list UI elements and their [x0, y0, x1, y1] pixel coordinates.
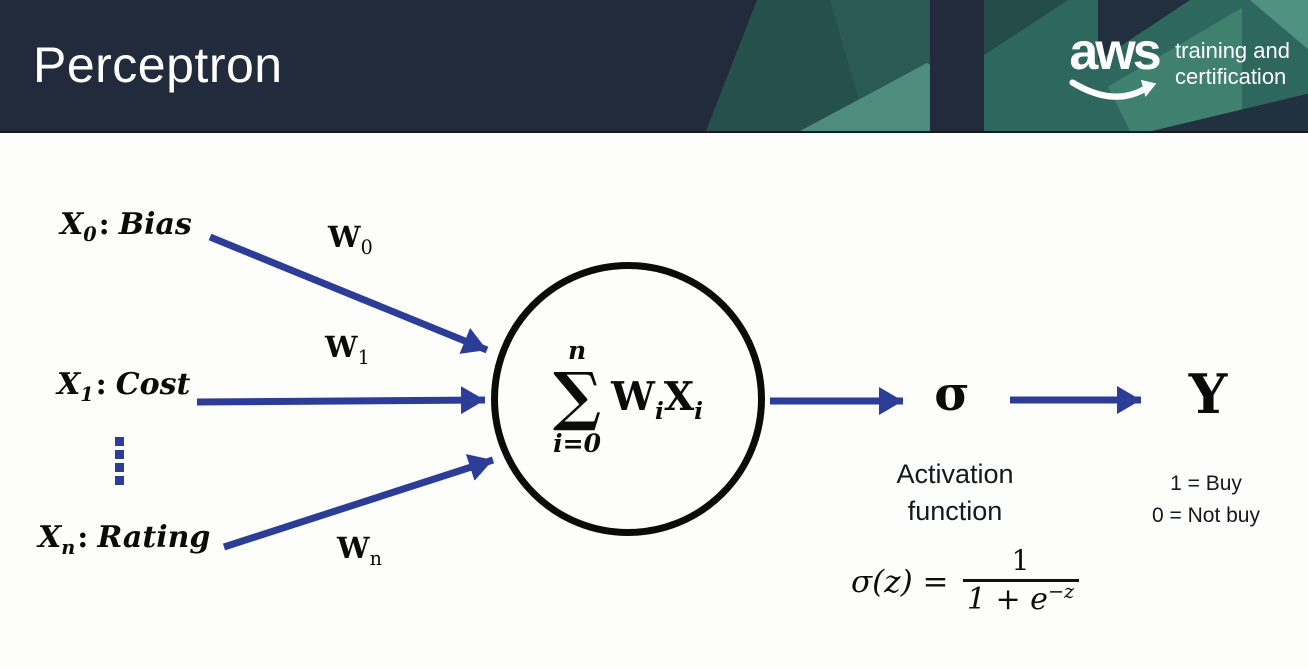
sum-body-w: W	[611, 374, 655, 420]
slide-header: Perceptron aws training and certificatio…	[0, 0, 1308, 133]
header-pattern	[0, 0, 1308, 131]
input-label-cost: X1:Cost	[57, 367, 191, 404]
sigma-sum-icon: ∑	[552, 359, 602, 435]
separator: :	[98, 207, 110, 242]
output-legend-line1: 1 = Buy	[1170, 472, 1242, 495]
aws-tagline: training and certification	[1175, 30, 1290, 91]
output-legend-line2: 0 = Not buy	[1152, 503, 1260, 527]
weight-symbol: W	[337, 531, 370, 565]
input-subscript: 1	[80, 383, 94, 406]
input-subscript: n	[61, 536, 76, 559]
output-symbol: Y	[1188, 362, 1228, 426]
dot	[115, 450, 124, 459]
sigmoid-formula: σ(z) = 1 1 + e−z	[851, 544, 1079, 618]
dot	[115, 437, 124, 446]
fraction-bar	[962, 578, 1079, 582]
weight-subscript: 0	[360, 235, 373, 259]
sum-body: WiXi	[611, 374, 703, 422]
weight-subscript: 1	[357, 345, 370, 369]
sigmoid-fraction: 1 1 + e−z	[962, 544, 1079, 618]
denominator-base: 1 + e	[966, 581, 1048, 617]
input-arrow-cost	[196, 386, 486, 415]
weight-label-w0: W0	[328, 220, 373, 257]
input-label-bias: X0:Bias	[60, 207, 192, 244]
output-legend: 1 = Buy 0 = Not buy	[1115, 468, 1297, 531]
denominator-exponent: −z	[1047, 579, 1075, 603]
aws-logo-text: aws	[1069, 23, 1161, 81]
weight-symbol: W	[328, 220, 361, 254]
input-label-rating: Xn:Rating	[38, 520, 211, 557]
input-subscript: 0	[83, 223, 97, 246]
summation-formula: n ∑ i=0 WiXi	[553, 338, 703, 455]
aws-tagline-line1: training and	[1175, 38, 1290, 63]
fraction-denominator: 1 + e−z	[966, 579, 1075, 618]
input-name: Cost	[115, 367, 191, 402]
input-name: Rating	[97, 520, 211, 555]
sigma-column: n ∑ i=0	[553, 338, 601, 455]
sigmoid-lhs: σ(z) =	[851, 563, 949, 600]
input-symbol: X	[60, 207, 84, 242]
weight-subscript: n	[369, 546, 382, 570]
dot	[115, 476, 124, 485]
input-symbol: X	[38, 520, 62, 555]
weight-symbol: W	[325, 330, 358, 364]
aws-logo: aws training and certification	[1067, 23, 1290, 106]
aws-mark: aws	[1067, 23, 1162, 106]
sum-body-x-sub: i	[694, 396, 704, 425]
input-name: Bias	[118, 207, 192, 242]
sum-upper-limit: n	[567, 336, 587, 366]
ellipsis-dots	[115, 437, 124, 485]
weight-label-w1: W1	[325, 330, 370, 367]
aws-tagline-line2: certification	[1175, 64, 1287, 90]
page-title: Perceptron	[33, 37, 283, 93]
weight-label-wn: Wn	[337, 531, 382, 568]
summation-node: n ∑ i=0 WiXi	[491, 262, 765, 536]
activation-symbol: σ	[934, 366, 970, 422]
dot	[115, 463, 124, 472]
input-symbol: X	[57, 367, 81, 402]
separator: :	[95, 367, 107, 402]
separator: :	[77, 520, 89, 555]
sum-body-x: X	[663, 374, 695, 420]
activation-caption: Activation function	[896, 459, 1014, 527]
sum-body-w-sub: i	[654, 396, 664, 425]
sum-lower-limit: i=0	[553, 428, 601, 458]
aws-smile-icon	[1069, 79, 1157, 100]
fraction-numerator: 1	[1011, 544, 1030, 577]
